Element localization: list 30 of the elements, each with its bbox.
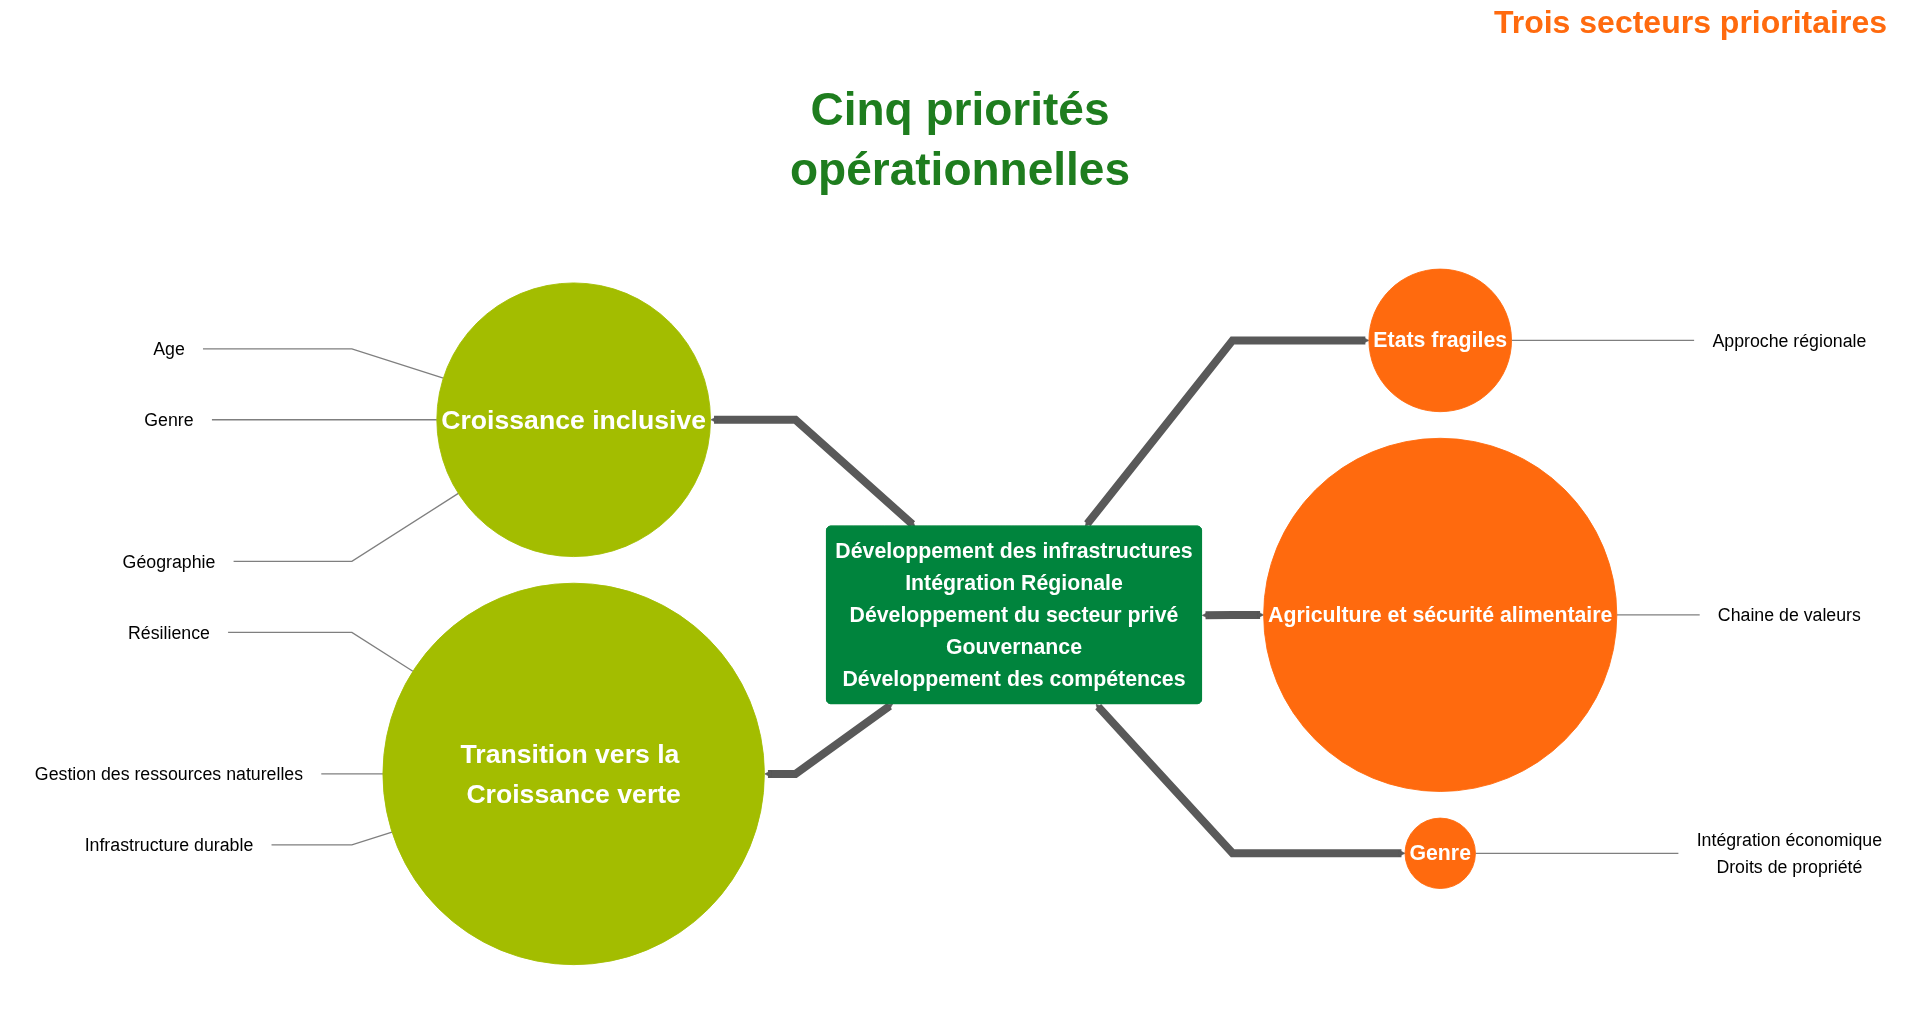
- node-circle: Croissance inclusive: [436, 282, 711, 558]
- node-text: Gestion des ressources naturelles: [34, 764, 304, 784]
- node-circle: Genre: [1404, 817, 1476, 890]
- connector: [232, 492, 459, 563]
- connector: [210, 419, 438, 421]
- connector: [227, 631, 414, 673]
- connector: [201, 348, 444, 379]
- node-text: Infrastructure durable: [84, 835, 254, 855]
- connector: [1474, 852, 1680, 855]
- connector: [1616, 614, 1701, 616]
- arrow: [710, 415, 916, 528]
- node-text: Approche régionale: [1712, 330, 1867, 351]
- arrow: [764, 703, 893, 779]
- node-text: Intégration économique Droits de propriété: [1696, 830, 1883, 877]
- connector: [270, 831, 393, 846]
- node-circle: Transition vers la Croissance verte: [382, 582, 765, 966]
- connector: [320, 773, 384, 775]
- connector: [1510, 339, 1696, 342]
- arrow: [1084, 336, 1370, 527]
- node-text: Chaine de valeurs: [1717, 605, 1861, 625]
- arrow: [1202, 611, 1264, 620]
- node-circle: Etats fragiles: [1368, 268, 1512, 413]
- section-heading: Trois secteurs prioritaires: [1493, 4, 1887, 41]
- diagram-title: Cinq priorités opérationnelles: [789, 82, 1131, 197]
- arrow: [1095, 704, 1406, 858]
- node-text: Géographie: [122, 551, 216, 572]
- node-circle: Agriculture et sécurité alimentaire: [1263, 437, 1618, 793]
- node-text: Résilience: [128, 622, 210, 643]
- node-text: Age: [153, 339, 185, 359]
- node-text: Genre: [144, 410, 194, 430]
